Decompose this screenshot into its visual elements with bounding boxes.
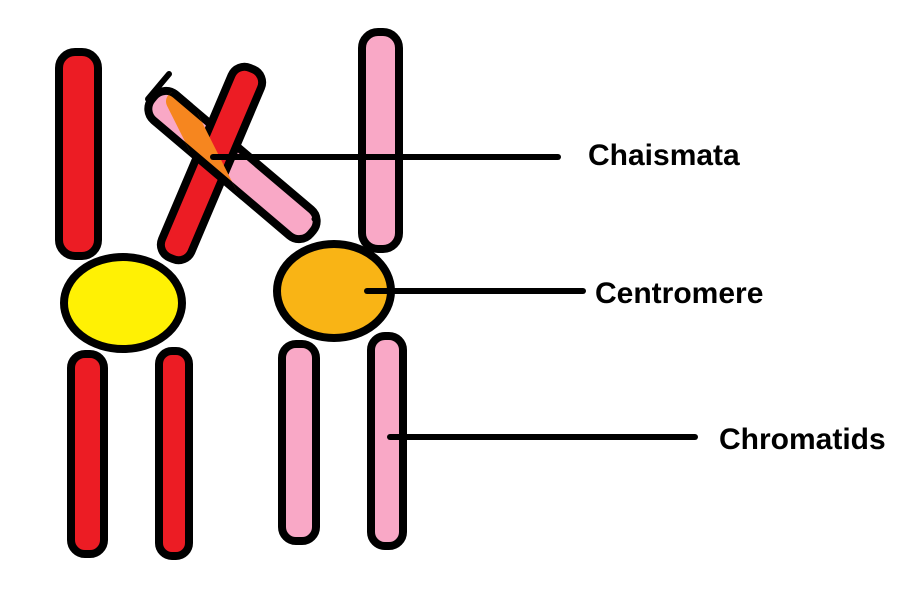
pen-overshoot-mark	[145, 71, 172, 102]
red-chromatid-lower-left	[67, 350, 108, 558]
yellow-centromere	[60, 253, 186, 353]
pink-chromatid-lower-right	[367, 332, 407, 550]
red-chromatid-upper-left	[55, 48, 102, 260]
pink-chromatid-lower-left	[278, 340, 320, 545]
chromatids-label: Chromatids	[719, 423, 886, 456]
chiasmata-label: Chaismata	[588, 139, 740, 172]
ink-speck	[311, 216, 317, 222]
centromere-label: Centromere	[595, 277, 763, 310]
pink-chromatid-upper-right	[358, 28, 403, 253]
red-chromatid-lower-right	[155, 347, 193, 560]
